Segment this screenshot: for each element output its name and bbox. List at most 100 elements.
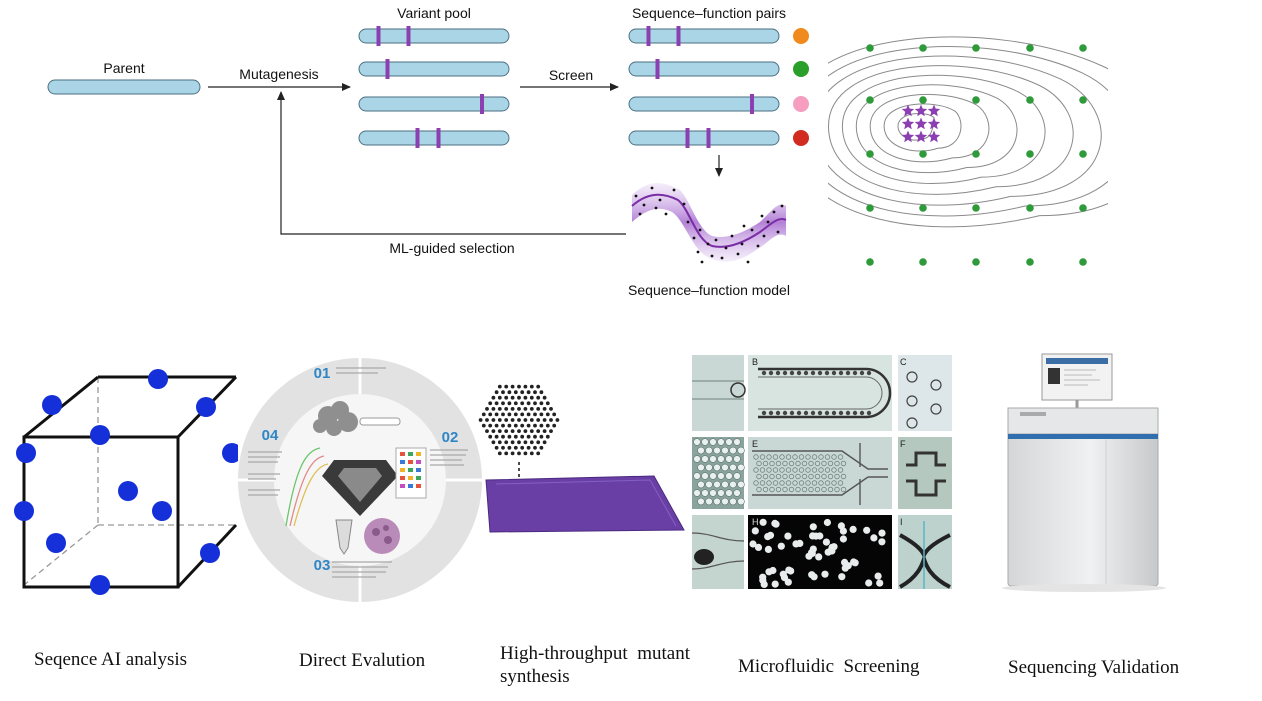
model-data-point — [746, 260, 750, 264]
model-scatter-points — [634, 186, 784, 264]
step-02: 02 — [442, 429, 459, 446]
oligo-spot — [513, 390, 518, 395]
droplet — [810, 410, 816, 416]
oligo-spot — [497, 451, 502, 456]
droplet — [810, 370, 816, 376]
pairs-label: Sequence–function pairs — [632, 5, 786, 21]
array-droplet — [798, 454, 805, 460]
packed-droplet — [701, 438, 709, 446]
oligo-spot — [542, 429, 547, 433]
model-data-point — [650, 186, 654, 190]
packed-droplet — [725, 455, 733, 463]
emulsion-droplet — [870, 534, 878, 542]
landscape-dot — [972, 96, 980, 104]
array-droplet — [827, 486, 834, 493]
array-droplet — [795, 460, 801, 467]
emulsion-droplet — [809, 545, 817, 553]
packed-droplet — [697, 497, 705, 506]
contour-line — [855, 84, 1018, 174]
lattice-atom — [16, 443, 36, 463]
array-droplet — [772, 467, 779, 473]
droplet — [775, 370, 781, 376]
oligo-spot — [523, 440, 528, 445]
oligo-spot — [545, 423, 550, 428]
oligo-spot — [523, 451, 528, 456]
oligo-spot — [517, 384, 521, 389]
model-data-point — [642, 203, 646, 207]
landscape-dot — [1026, 150, 1034, 158]
array-droplet — [762, 460, 769, 467]
packed-droplet — [701, 489, 709, 497]
sequence-bar — [358, 96, 510, 112]
oligo-spot — [485, 418, 489, 422]
oligo-spot — [513, 434, 518, 439]
contour-line — [883, 103, 962, 152]
array-droplet — [753, 467, 759, 473]
emulsion-droplet — [876, 579, 884, 587]
array-droplet — [824, 467, 831, 473]
emulsion-droplet — [771, 580, 779, 588]
array-droplet — [801, 460, 808, 467]
oligo-spot — [491, 440, 496, 445]
emulsion-droplet — [812, 532, 820, 540]
emulsion-droplet — [784, 532, 792, 540]
array-droplet — [779, 467, 785, 473]
array-droplet — [818, 467, 824, 473]
emulsion-droplet — [749, 540, 757, 548]
array-droplet — [831, 467, 837, 473]
landscape-dot — [972, 258, 980, 266]
lattice-atom — [200, 543, 220, 563]
lattice-atom — [118, 481, 138, 501]
oligo-spot — [510, 429, 515, 433]
oligo-spot — [520, 390, 525, 395]
array-droplet — [792, 454, 798, 460]
droplet — [859, 410, 865, 416]
mutation-mark — [376, 26, 381, 46]
oligo-spot — [501, 434, 505, 439]
droplet — [859, 370, 865, 376]
oligo-spot — [494, 423, 499, 428]
function-value-dot — [793, 28, 809, 44]
oligo-spot — [539, 390, 544, 395]
step-01: 01 — [314, 365, 331, 382]
model-data-point — [724, 246, 728, 250]
array-droplet — [805, 454, 811, 460]
oligo-spot — [510, 384, 515, 389]
array-droplet — [831, 454, 837, 460]
sequencer-instrument — [1002, 353, 1166, 592]
array-droplet — [753, 480, 759, 486]
star-marker — [914, 130, 928, 143]
oligo-spot — [488, 423, 493, 428]
oligo-spot — [507, 390, 512, 395]
packed-droplet — [725, 489, 733, 497]
array-droplet — [785, 454, 792, 460]
oligo-spot — [552, 412, 557, 417]
oligo-spot — [510, 395, 515, 400]
oligo-spot — [526, 401, 531, 406]
landscape-dot — [866, 204, 874, 212]
array-droplet — [837, 480, 844, 486]
mutation-mark — [385, 59, 390, 79]
packed-droplet — [737, 480, 745, 489]
oligo-spot — [488, 434, 493, 439]
caption-mutant-synthesis: High-throughput mutant synthesis — [500, 643, 695, 687]
selected-variants-stars — [901, 104, 941, 143]
oligo-spot — [533, 423, 537, 428]
droplet-microscopy-icon — [364, 518, 400, 554]
lattice-atoms — [14, 369, 238, 595]
oligo-spot — [545, 434, 550, 439]
array-droplet — [753, 454, 759, 460]
droplet — [768, 370, 774, 376]
droplet — [775, 410, 781, 416]
array-droplet — [814, 486, 821, 493]
droplet — [768, 410, 774, 416]
sequence-bar — [628, 61, 780, 77]
mutation-mark — [750, 94, 754, 114]
array-droplet — [759, 454, 766, 460]
droplet — [782, 370, 788, 376]
packed-droplet — [721, 463, 729, 472]
packed-droplet — [733, 455, 741, 463]
droplet — [838, 370, 844, 376]
model-data-point — [730, 234, 734, 238]
oligo-spot — [539, 401, 544, 406]
